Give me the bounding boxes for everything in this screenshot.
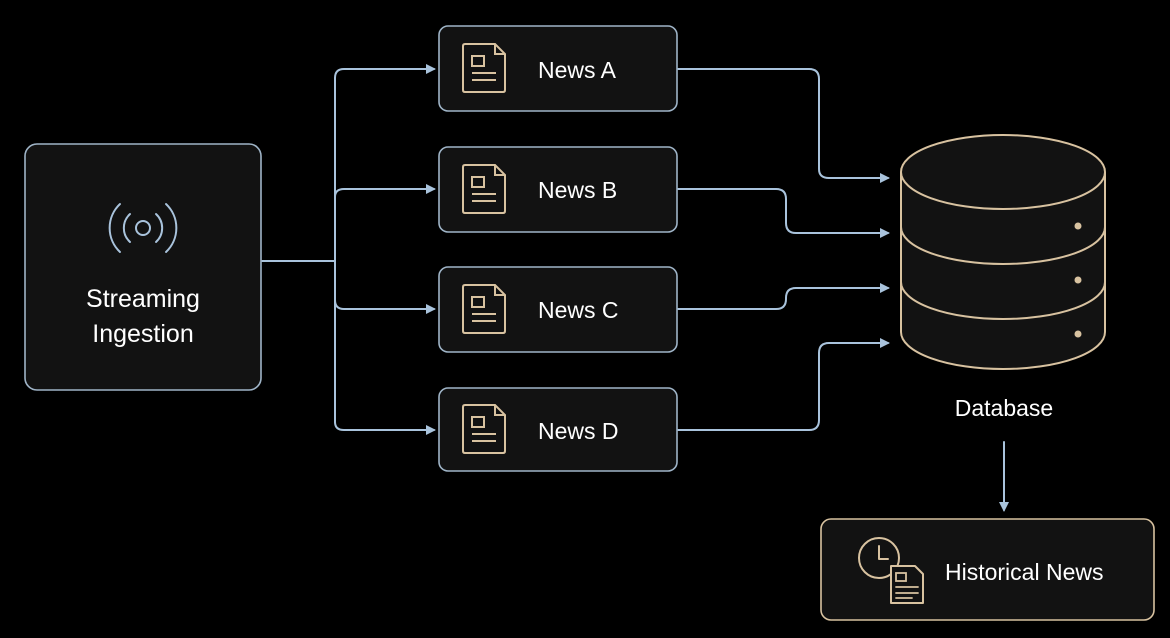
connectors [261, 64, 1009, 512]
news-node-d[interactable]: News D [438, 387, 678, 472]
streaming-ingestion-label-line2: Ingestion [92, 320, 193, 348]
document-icon [462, 164, 506, 214]
historical-news-node[interactable]: Historical News [820, 518, 1155, 621]
news-a-label: News A [538, 57, 617, 83]
document-icon [462, 404, 506, 454]
clock-document-icon [858, 537, 924, 604]
document-icon [462, 43, 506, 93]
news-c-label: News C [538, 297, 619, 323]
database-label: Database [955, 395, 1053, 421]
streaming-ingestion-label-line1: Streaming [86, 285, 200, 313]
connector-to-news-d [334, 421, 436, 435]
news-node-a[interactable]: News A [438, 25, 678, 112]
connector-to-news-b [334, 184, 436, 198]
connector-to-news-a [334, 64, 436, 79]
database-node[interactable]: Database [900, 134, 1106, 421]
historical-news-label: Historical News [945, 559, 1103, 585]
connector-news-d-to-database [677, 338, 890, 431]
database-cylinder-icon [900, 134, 1106, 370]
news-node-b[interactable]: News B [438, 146, 678, 233]
connector-news-c-to-database [677, 283, 890, 310]
news-d-label: News D [538, 418, 619, 444]
document-icon [462, 284, 506, 334]
broadcast-signal-icon [108, 203, 178, 253]
connector-to-news-c [334, 299, 436, 314]
streaming-ingestion-box [24, 143, 262, 391]
streaming-ingestion-node[interactable]: Streaming Ingestion [24, 143, 262, 391]
news-b-label: News B [538, 177, 617, 203]
connector-news-b-to-database [677, 188, 890, 238]
connector-news-a-to-database [677, 68, 890, 183]
news-node-c[interactable]: News C [438, 266, 678, 353]
